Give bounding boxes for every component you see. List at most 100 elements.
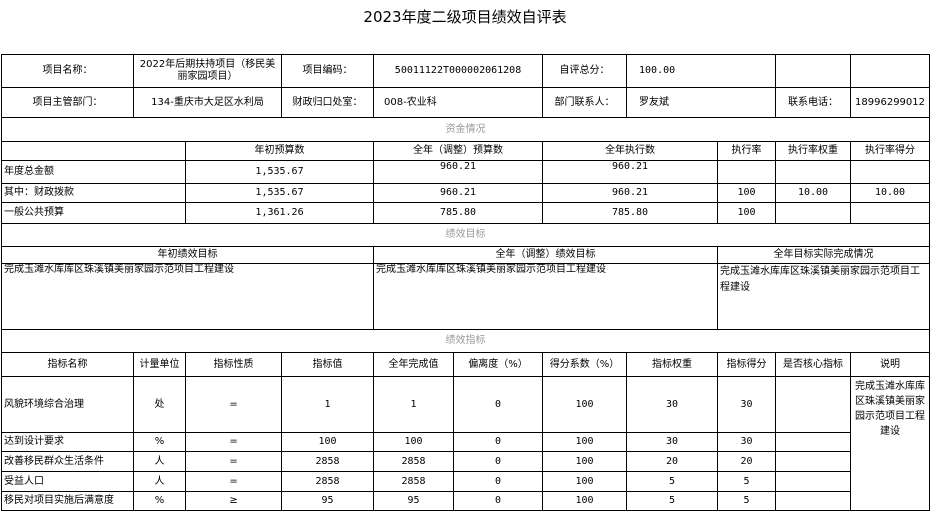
indicator-score: 30 bbox=[717, 376, 777, 433]
indicator-actual: 2858 bbox=[373, 471, 455, 492]
funds-score bbox=[850, 202, 930, 224]
funds-row-label: 一般公共预算 bbox=[1, 202, 186, 224]
indicator-name: 达到设计要求 bbox=[1, 432, 134, 452]
ind-header-actual: 全年完成值 bbox=[373, 352, 455, 377]
funds-header-adjusted: 全年（调整）预算数 bbox=[373, 141, 544, 161]
indicator-coef: 100 bbox=[542, 491, 628, 511]
contact-label: 部门联系人： bbox=[542, 87, 628, 118]
ind-header-weight: 指标权重 bbox=[626, 352, 719, 377]
ind-header-nature: 指标性质 bbox=[184, 352, 283, 377]
office-value: 008-农业科 bbox=[373, 87, 544, 118]
indicators-section-title: 绩效指标 bbox=[0, 329, 930, 353]
indicators-section-row: 绩效指标 bbox=[0, 329, 930, 353]
goals-header-initial: 年初绩效目标 bbox=[0, 246, 375, 264]
funds-header-initial: 年初预算数 bbox=[184, 141, 375, 161]
indicator-actual: 95 bbox=[373, 491, 455, 511]
ind-header-score: 指标得分 bbox=[717, 352, 777, 377]
indicator-deviation: 0 bbox=[453, 451, 544, 472]
indicator-nature: = bbox=[184, 471, 283, 492]
phone-label: 联系电话： bbox=[775, 87, 852, 118]
indicator-coef: 100 bbox=[542, 432, 628, 452]
funds-header-blank bbox=[1, 141, 186, 161]
indicator-row: 达到设计要求 % = 100 100 0 100 30 30 bbox=[1, 432, 930, 452]
indicator-unit: 处 bbox=[133, 376, 186, 433]
total-score-label: 自评总分： bbox=[542, 54, 628, 88]
ind-header-deviation: 偏离度（%） bbox=[453, 352, 544, 377]
funds-initial: 1,535.67 bbox=[184, 183, 375, 203]
funds-rate: 100 bbox=[717, 183, 777, 203]
ind-header-coef: 得分系数（%） bbox=[542, 352, 628, 377]
info-row-2: 项目主管部门： 134-重庆市大足区水利局 财政归口处室： 008-农业科 部门… bbox=[1, 87, 930, 118]
indicator-unit: 人 bbox=[133, 471, 186, 492]
goal-adjusted-text: 完成玉滩水库库区珠溪镇美丽家园示范项目工程建设 bbox=[373, 263, 719, 330]
funds-executed: 960.21 bbox=[542, 183, 719, 203]
funds-executed: 785.80 bbox=[542, 202, 719, 224]
indicator-score: 5 bbox=[717, 471, 777, 492]
indicator-coef: 100 bbox=[542, 471, 628, 492]
funds-rate: 100 bbox=[717, 202, 777, 224]
funds-adjusted: 960.21 bbox=[373, 160, 544, 184]
total-score-value: 100.00 bbox=[626, 54, 777, 88]
project-name-value: 2022年后期扶持项目（移民美丽家园项目） bbox=[132, 54, 283, 88]
indicator-deviation: 0 bbox=[453, 376, 544, 433]
phone-value: 18996299012 bbox=[850, 87, 930, 118]
funds-header-executed: 全年执行数 bbox=[542, 141, 719, 161]
dept-label: 项目主管部门： bbox=[1, 87, 134, 118]
indicator-score: 20 bbox=[717, 451, 777, 472]
goals-header-adjusted: 全年（调整）绩效目标 bbox=[373, 246, 719, 264]
info-blank-cell bbox=[775, 54, 852, 88]
project-code-value: 50011122T000002061208 bbox=[373, 54, 544, 88]
ind-header-unit: 计量单位 bbox=[133, 352, 186, 377]
funds-section-title: 资金情况 bbox=[0, 117, 930, 142]
funds-score: 10.00 bbox=[850, 183, 930, 203]
indicator-target: 1 bbox=[281, 376, 375, 433]
funds-header-weight: 执行率权重 bbox=[775, 141, 852, 161]
indicator-row: 移民对项目实施后满意度 % ≥ 95 95 0 100 5 5 bbox=[1, 491, 930, 511]
indicator-coef: 100 bbox=[542, 376, 628, 433]
indicator-deviation: 0 bbox=[453, 471, 544, 492]
indicator-weight: 20 bbox=[626, 451, 719, 472]
dept-value: 134-重庆市大足区水利局 bbox=[132, 87, 283, 118]
goal-actual-text: 完成玉滩水库库区珠溪镇美丽家园示范项目工程建设 bbox=[717, 263, 930, 330]
indicator-weight: 30 bbox=[626, 432, 719, 452]
funds-score bbox=[850, 160, 930, 184]
indicator-weight: 5 bbox=[626, 491, 719, 511]
indicator-row: 受益人口 人 = 2858 2858 0 100 5 5 bbox=[1, 471, 930, 492]
funds-row: 年度总金额 1,535.67 960.21 960.21 bbox=[1, 160, 930, 184]
funds-row-label: 其中：财政拨款 bbox=[1, 183, 186, 203]
project-code-label: 项目编码： bbox=[281, 54, 375, 88]
indicator-score: 30 bbox=[717, 432, 777, 452]
funds-weight: 10.00 bbox=[775, 183, 852, 203]
indicators-header-row: 指标名称 计量单位 指标性质 指标值 全年完成值 偏离度（%） 得分系数（%） … bbox=[1, 352, 930, 377]
ind-header-name: 指标名称 bbox=[1, 352, 134, 377]
funds-initial: 1,361.26 bbox=[184, 202, 375, 224]
goals-content-row: 完成玉滩水库库区珠溪镇美丽家园示范项目工程建设 完成玉滩水库库区珠溪镇美丽家园示… bbox=[0, 263, 930, 330]
indicator-target: 95 bbox=[281, 491, 375, 511]
indicator-core bbox=[775, 432, 852, 452]
project-name-label: 项目名称： bbox=[1, 54, 134, 88]
indicator-name: 改善移民群众生活条件 bbox=[1, 451, 134, 472]
indicator-actual: 1 bbox=[373, 376, 455, 433]
info-row-1: 项目名称： 2022年后期扶持项目（移民美丽家园项目） 项目编码： 500111… bbox=[1, 54, 930, 88]
indicator-row: 改善移民群众生活条件 人 = 2858 2858 0 100 20 20 bbox=[1, 451, 930, 472]
indicator-name: 风貌环境综合治理 bbox=[1, 376, 134, 433]
funds-row-label: 年度总金额 bbox=[1, 160, 186, 184]
indicator-unit: % bbox=[133, 491, 186, 511]
indicator-deviation: 0 bbox=[453, 432, 544, 452]
indicator-unit: % bbox=[133, 432, 186, 452]
office-label: 财政归口处室： bbox=[281, 87, 375, 118]
funds-row: 其中：财政拨款 1,535.67 960.21 960.21 100 10.00… bbox=[1, 183, 930, 203]
funds-section-row: 资金情况 bbox=[0, 117, 930, 142]
funds-header-row: 年初预算数 全年（调整）预算数 全年执行数 执行率 执行率权重 执行率得分 bbox=[1, 141, 930, 161]
indicator-weight: 30 bbox=[626, 376, 719, 433]
indicator-name: 受益人口 bbox=[1, 471, 134, 492]
indicator-target: 100 bbox=[281, 432, 375, 452]
contact-value: 罗友斌 bbox=[626, 87, 777, 118]
goals-section-title: 绩效目标 bbox=[0, 223, 930, 247]
indicator-actual: 100 bbox=[373, 432, 455, 452]
goals-header-actual: 全年目标实际完成情况 bbox=[717, 246, 930, 264]
funds-row: 一般公共预算 1,361.26 785.80 785.80 100 bbox=[1, 202, 930, 224]
indicator-deviation: 0 bbox=[453, 491, 544, 511]
ind-header-note: 说明 bbox=[850, 352, 930, 377]
goals-header-row: 年初绩效目标 全年（调整）绩效目标 全年目标实际完成情况 bbox=[0, 246, 930, 264]
